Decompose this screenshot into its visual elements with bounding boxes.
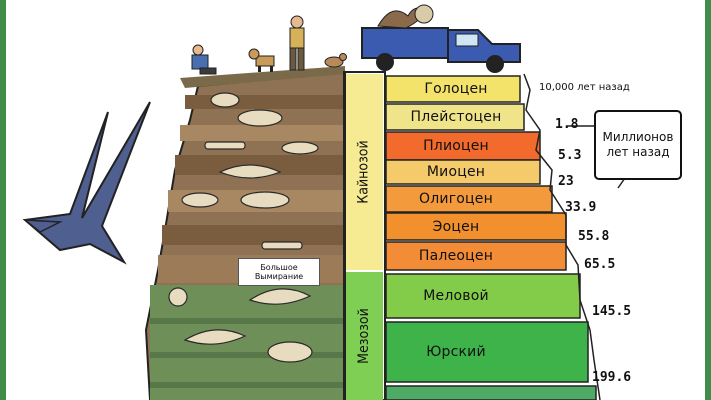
epoch-label-eocene: Эоцен <box>432 218 480 235</box>
epoch-band <box>385 75 521 103</box>
stratum-line-3 <box>150 382 345 388</box>
paleontologist-icon <box>191 44 217 75</box>
age-tick-1: 1.8 <box>555 117 579 132</box>
ago-note: 10,000 лет назад <box>539 82 630 93</box>
age-tick-8: 199.6 <box>592 370 632 385</box>
stratum-5 <box>162 225 345 245</box>
age-tick-5: 55.8 <box>578 229 610 244</box>
era-label-mesozoic: Мезозой <box>347 272 381 400</box>
stratum-1 <box>185 95 345 109</box>
myr-legend-text: Миллионов лет назад <box>602 130 674 159</box>
epoch-label-jurassic: Юрский <box>426 344 486 360</box>
truck-icon <box>361 4 521 73</box>
stratum-line-2 <box>150 352 345 358</box>
stratum-3 <box>175 155 345 175</box>
epoch-label-pleistocene: Плейстоцен <box>410 109 502 125</box>
epoch-label-holocene: Голоцен <box>424 81 488 97</box>
age-tick-3: 23 <box>558 174 574 189</box>
column-right-edge <box>523 73 601 400</box>
extinction-tag: Большое Вымирание <box>238 258 320 286</box>
fossil-icon <box>168 92 319 363</box>
age-tick-6: 65.5 <box>584 257 616 272</box>
era-name-mesozoic: Мезозой <box>356 308 372 364</box>
epoch-band <box>385 103 525 131</box>
epoch-label-paleocene: Палеоцен <box>418 248 494 264</box>
epoch-band <box>385 321 589 383</box>
pterodactyl-icon <box>22 101 151 265</box>
era-label-cenozoic: Кайнозой <box>347 74 381 270</box>
epoch-band <box>385 159 541 185</box>
standing-man-icon <box>289 15 305 71</box>
stratum-line-1 <box>150 318 345 324</box>
age-tick-4: 33.9 <box>565 200 597 215</box>
era-bar-cenozoic <box>346 74 383 270</box>
myr-legend-box: Миллионов лет назад <box>594 110 682 180</box>
era-name-cenozoic: Кайнозой <box>356 140 372 204</box>
stratum-2 <box>180 125 345 141</box>
right-frame-edge <box>705 0 711 400</box>
epoch-band-partial <box>385 385 597 400</box>
left-frame-edge <box>0 0 6 400</box>
era-bar-mesozoic <box>346 272 383 400</box>
epoch-label-cretaceous: Меловой <box>423 288 489 304</box>
ground-top <box>180 66 345 88</box>
extinction-text: Большое Вымирание <box>254 263 304 281</box>
epoch-label-miocene: Миоцен <box>426 164 486 180</box>
epoch-band <box>385 131 541 161</box>
age-tick-2: 5.3 <box>558 148 582 163</box>
epoch-band-group <box>385 75 597 400</box>
age-tick-7: 145.5 <box>592 304 632 319</box>
era-bar-frame <box>343 71 386 400</box>
epoch-band <box>385 241 567 271</box>
epoch-band <box>385 185 553 213</box>
rabbit-icon <box>324 53 347 68</box>
dog-icon <box>248 48 275 72</box>
epoch-label-pliocene: Плиоцен <box>423 138 489 154</box>
epoch-label-oligocene: Олигоцен <box>419 191 493 207</box>
